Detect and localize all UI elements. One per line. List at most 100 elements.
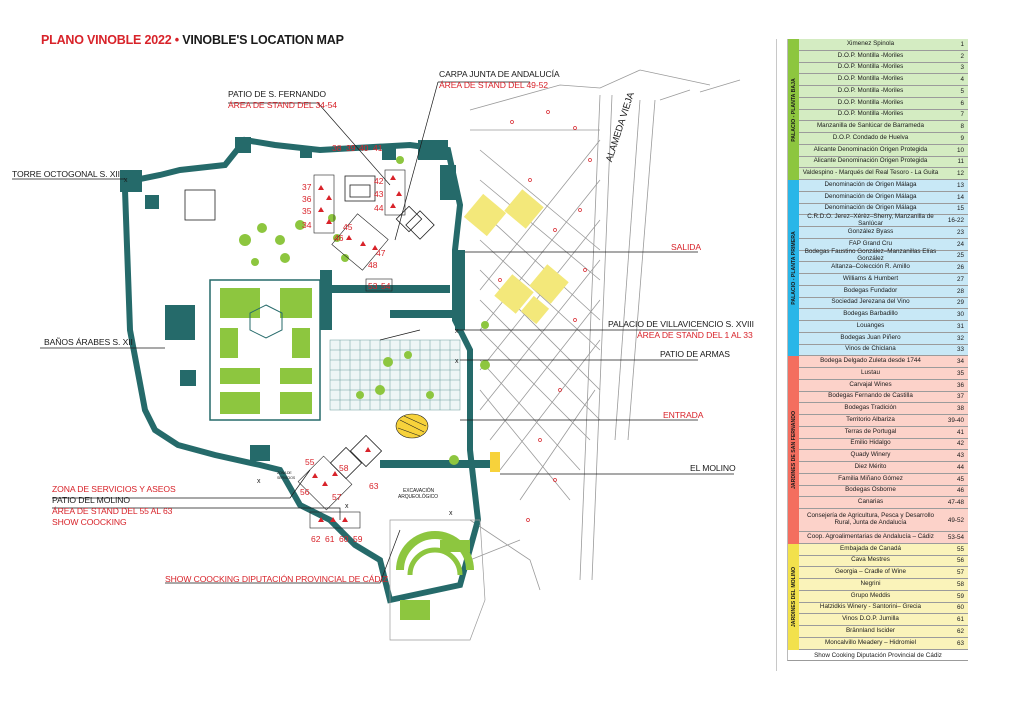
stand-number: 30 [956,311,964,319]
stand-40: 40 [359,143,369,153]
stand-60: 60 [339,534,349,544]
exhibitor-name: Quady Winery [850,451,891,459]
stand-number: 57 [956,569,964,577]
label-show-cooking-dip: SHOW COOCKING DIPUTACIÓN PROVINCIAL DE C… [165,574,388,584]
legend-row: C.R.D.O. Jerez–Xérèz–Sherry, Manzanilla … [799,212,968,227]
stand-39: 39 [346,143,356,153]
exhibitor-name: D.O.P. Montilla -Moriles [837,63,904,71]
stand-number: 59 [956,592,964,600]
stand-36: 36 [302,194,312,204]
exhibitor-name: D.O.P. Montilla -Moriles [837,86,904,94]
label-zona-servicios: ZONA DE SERVICIOS Y ASEOS [52,484,176,494]
exhibitor-name: Sociedad Jerezana del Vino [831,298,910,306]
label-area-34-54: ÁREA DE STAND DEL 34-54 [228,100,337,110]
label-carpa: CARPA JUNTA DE ANDALUCÍA [439,69,560,79]
legend-section-name: JARDINES DEL MOLINO [790,566,797,627]
exhibitor-name: Bodegas Juan Piñero [840,333,901,341]
svg-text:x: x [124,177,128,184]
svg-text:x: x [455,328,459,335]
stand-number: 63 [956,639,964,647]
exhibitor-name: Familia Miñano Gómez [838,474,903,482]
stand-number: 12 [956,170,964,178]
stand-number: 32 [956,334,964,342]
stand-54: 54 [381,281,391,291]
exhibitor-name: Moncalvillo Meadery – Hidromiel [825,638,916,646]
stand-number: 49-52 [947,516,964,524]
stand-44: 44 [374,203,384,213]
stand-number: 9 [960,134,964,142]
svg-text:x: x [449,510,453,517]
stand-number: 8 [960,123,964,131]
stand-number: 6 [960,99,964,107]
stand-48: 48 [368,260,378,270]
exhibitor-name: Louanges [856,321,885,329]
exhibitor-name: Denominación de Origen Málaga [824,192,917,200]
formal-garden [209,279,321,421]
label-salida: SALIDA [671,242,701,252]
exhibitor-name: D.O.P. Montilla -Moriles [837,98,904,106]
label-molino: EL MOLINO [690,463,736,473]
stand-number: 25 [956,252,964,260]
legend-section-label: JARDINES DE SAN FERNANDO [788,356,799,544]
exhibitor-name: FAP Grand Cru [849,239,892,247]
stand-number: 55 [956,545,964,553]
stand-56: 56 [300,487,310,497]
leader-lines [12,81,734,584]
title-part-1: PLANO VINOBLE 2022 • [41,33,179,47]
label-banos: BAÑOS ÁRABES S. XII [44,337,133,347]
exhibitor-name: Consejería de Agricultura, Pesca y Desar… [806,512,935,526]
stand-62: 62 [311,534,321,544]
stand-number: 42 [956,440,964,448]
stand-number: 43 [956,452,964,460]
legend-row: D.O.P. Montilla -Moriles 4 [799,74,968,86]
stand-number: 61 [956,616,964,624]
stand-45: 45 [343,222,353,232]
exhibitor-name: Embajada de Canadá [840,544,901,552]
exhibitor-name: Bodegas Fundador [843,286,898,294]
exhibitor-name: D.O.P. Montilla -Moriles [837,75,904,83]
stand-markers [312,175,402,522]
label-tiny-2: SERVICIOS [277,476,296,480]
label-patio-fernando: PATIO DE S. FERNANDO [228,89,326,99]
exhibitor-name: Coop. Agroalimentarias de Andalucía – Cá… [807,532,934,540]
stand-number: 27 [956,275,964,283]
legend-footer: Show Cooking Diputación Provincial de Cá… [787,649,968,661]
exhibitor-name: D.O.P. Condado de Huelva [832,133,909,141]
legend-divider [776,39,777,671]
stand-number: 4 [960,76,964,84]
exhibitor-name: Denominación de Origen Málaga [824,204,917,212]
stand-number: 1 [960,40,964,48]
legend-section-label: PALACIO - PLANTA PRIMERA [788,180,799,357]
molino-garden [389,519,486,641]
stand-55: 55 [305,457,315,467]
legend-row: Bodegas Juan Piñero 32 [799,333,968,345]
legend-section-name: JARDINES DE SAN FERNANDO [790,410,797,490]
stand-number: 36 [956,381,964,389]
label-patio-armas: PATIO DE ARMAS [660,349,730,359]
stand-number: 11 [957,158,964,166]
exhibitor-name: Hatzidkis Winery - Santorini– Grecia [819,603,922,611]
legend-row: Quady Winery 43 [799,450,968,462]
legend-section-name: PALACIO - PLANTA PRIMERA [790,231,797,305]
stand-61: 61 [325,534,335,544]
exhibitor-name: C.R.D.O. Jerez–Xérèz–Sherry, Manzanilla … [807,212,934,227]
